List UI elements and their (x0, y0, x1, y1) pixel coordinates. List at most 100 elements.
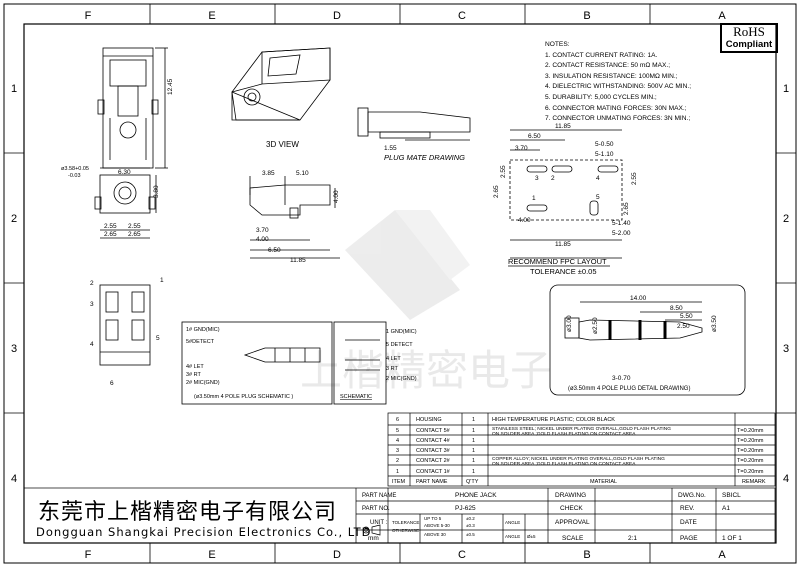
bom-n: 3 (396, 448, 399, 454)
page-value: 1 OF 1 (722, 535, 742, 542)
bom-head-item: ITEM (392, 479, 406, 485)
dim-front-width: 6.30 (118, 169, 131, 176)
dim-plug-350: ø3.50 (711, 315, 718, 332)
pin-2: 2 (551, 175, 555, 182)
plug-dims: 14.00 8.50 5.50 2.50 ø3.00 ø2.50 ø3.50 3… (566, 295, 718, 382)
pin-labels: 2 1 3 4 5 6 (90, 277, 164, 387)
projection-symbol-icon (362, 524, 381, 536)
pin-4: 4 (596, 175, 600, 182)
dim-plug-250: 2.50 (677, 323, 690, 330)
bom-name: HOUSING (416, 417, 442, 423)
dim-side-510: 5.10 (296, 170, 309, 177)
row-label: 4 (11, 473, 17, 485)
dim-side-400b: 4.00 (256, 236, 269, 243)
schem-r4: 2 MIC(GND) (386, 376, 417, 382)
col-label: D (333, 10, 341, 22)
rohs-subtitle: Compliant (725, 39, 773, 50)
dim-diameter-tol: -0.03 (68, 173, 81, 179)
pin-2: 2 (90, 280, 94, 287)
angle-small: ANGLE (505, 534, 520, 539)
part-no-label: PART NO. (362, 506, 390, 512)
bom-table (387, 412, 776, 487)
fpc-layout (509, 129, 623, 259)
dim-front-c: 2.65 (104, 231, 117, 238)
bom-n: 2 (396, 458, 399, 464)
side-view (249, 176, 340, 259)
unit-label: UNIT : (370, 520, 388, 526)
dim-diameter: ø3.58+0.05 (61, 166, 89, 172)
bom-mat: STAINLESS STEEL; NICKEL UNDER PLATING OV… (492, 426, 671, 432)
col-label: C (458, 549, 466, 561)
dim-side-370: 3.70 (256, 227, 269, 234)
col-label: E (208, 10, 215, 22)
bom-head-qty: Q'TY (466, 479, 479, 485)
company-name-cn: 东莞市上楷精密电子有限公司 (38, 500, 338, 525)
dim-plug-1400: 14.00 (630, 295, 647, 302)
scale-label: SCALE (562, 535, 584, 542)
label-fpc-title: RECOMMEND FPC LAYOUT (508, 257, 607, 266)
pin-5: 5 (156, 335, 160, 342)
plug-schematic (181, 321, 387, 405)
dwg-no: SBICL (722, 492, 741, 499)
bom-rem: T=0.20mm (737, 428, 764, 434)
dim-plug-550: 5.50 (680, 313, 693, 320)
row-label: 2 (11, 213, 17, 225)
bom-name: CONTACT 5# (416, 428, 451, 434)
company-name-en: Dongguan Shangkai Precision Electronics … (36, 525, 372, 539)
tol-b: ABOVE 5-30 (424, 523, 450, 528)
top-view (97, 47, 168, 169)
row-label: 3 (11, 343, 17, 355)
bom-n: 5 (396, 428, 399, 434)
plug-mate-view (357, 107, 471, 141)
col-label: F (85, 10, 92, 22)
date-label: DATE (680, 519, 698, 526)
col-label: A (718, 10, 726, 22)
note-item: 3. INSULATION RESISTANCE: 100MΩ MIN.; (545, 72, 678, 80)
note-item: 2. CONTACT RESISTANCE: 50 mΩ MAX.; (545, 62, 671, 70)
pin-6: 6 (110, 380, 114, 387)
notes-heading: NOTES: (545, 41, 570, 48)
page-label: PAGE (680, 535, 698, 542)
bom-name: CONTACT 3# (416, 448, 451, 454)
bom-n: 4 (396, 438, 399, 444)
label-plug-detail: (ø3.50mm 4 POLE PLUG DETAIL DRAWING) (568, 386, 690, 392)
schem-l4: 2# MIC(GND) (186, 380, 220, 386)
fpc-dims: 11.85 6.50 3.70 5-0.50 5-1.10 2.65 2.55 … (493, 123, 638, 248)
dim-fpc-200: 5-2.00 (612, 230, 631, 237)
bom-mat: HIGH TEMPERATURE PLASTIC; COLOR BLACK (492, 417, 615, 423)
bom-q: 1 (472, 438, 475, 444)
bom-q: 1 (472, 469, 475, 475)
dim-side-650: 6.50 (268, 247, 281, 254)
dim-height: 12.45 (167, 78, 174, 95)
dim-front-a: 2.55 (104, 223, 117, 230)
part-name-label: PART NAME (362, 493, 396, 499)
dim-fpc-265: 2.65 (493, 185, 500, 198)
dim-side-1185: 11.85 (290, 257, 306, 264)
dwg-no-label: DWG.No. (678, 492, 706, 499)
watermark-text: 上楷精密电子 (300, 347, 552, 394)
label-3d-view: 3D VIEW (266, 140, 299, 149)
bom-name: CONTACT 4# (416, 438, 451, 444)
schem-r1: 5 DETECT (386, 342, 413, 348)
dim-plug-850: 8.50 (670, 305, 683, 312)
dim-fpc-370: 3.70 (515, 145, 528, 152)
col-label: E (208, 549, 215, 561)
angle-value: Ø±5 (527, 534, 536, 539)
bottom-view (99, 284, 151, 366)
pin-3: 3 (90, 301, 94, 308)
schem-l0: 1# GND(MIC) (186, 327, 220, 333)
dim-side-385: 3.85 (262, 170, 275, 177)
bom-mat2: ON SOLDER AREA ;GOLD FLASH PLATING ON CO… (492, 431, 636, 437)
front-view (94, 167, 157, 239)
bom-q: 1 (472, 428, 475, 434)
schem-r0: 1 GND(MIC) (386, 329, 417, 335)
rohs-badge: RoHS Compliant (720, 23, 778, 53)
dim-front-height: 3.80 (153, 185, 160, 198)
pin-5: 5 (596, 194, 600, 201)
schem-l3: 3# RT (186, 372, 202, 378)
scale-value: 2:1 (628, 535, 637, 542)
tol-cv: ±0.5 (466, 532, 475, 537)
bom-text: 6 HOUSING 1 HIGH TEMPERATURE PLASTIC; CO… (392, 417, 766, 485)
bom-q: 1 (472, 448, 475, 454)
